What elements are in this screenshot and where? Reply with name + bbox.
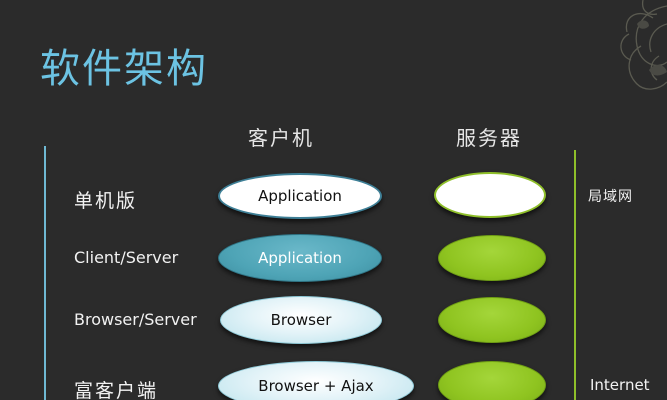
row-label-client-server: Client/Server [74,248,179,267]
client-oval-client-server: Application [218,234,382,282]
internet-label: Internet [590,376,650,394]
client-oval-browser-server: Browser [220,296,382,344]
client-column-header: 客户机 [248,126,314,150]
row-label-rich-client: 富客户端 [74,380,159,400]
server-column-header: 服务器 [456,126,522,150]
lan-label: 局域网 [588,189,633,205]
server-oval-browser-server [438,297,546,343]
page-title: 软件架构 [40,46,208,92]
row-label-browser-server: Browser/Server [74,310,197,329]
server-oval-client-server [438,235,546,281]
client-oval-standalone: Application [218,173,382,219]
server-oval-standalone [434,172,546,218]
right-divider-line [574,150,576,400]
floral-ornament-icon [620,0,667,90]
server-oval-rich-client [438,361,546,400]
client-oval-rich-client: Browser + Ajax [218,361,414,400]
row-label-standalone: 单机版 [74,190,138,212]
left-divider-line [44,146,46,400]
